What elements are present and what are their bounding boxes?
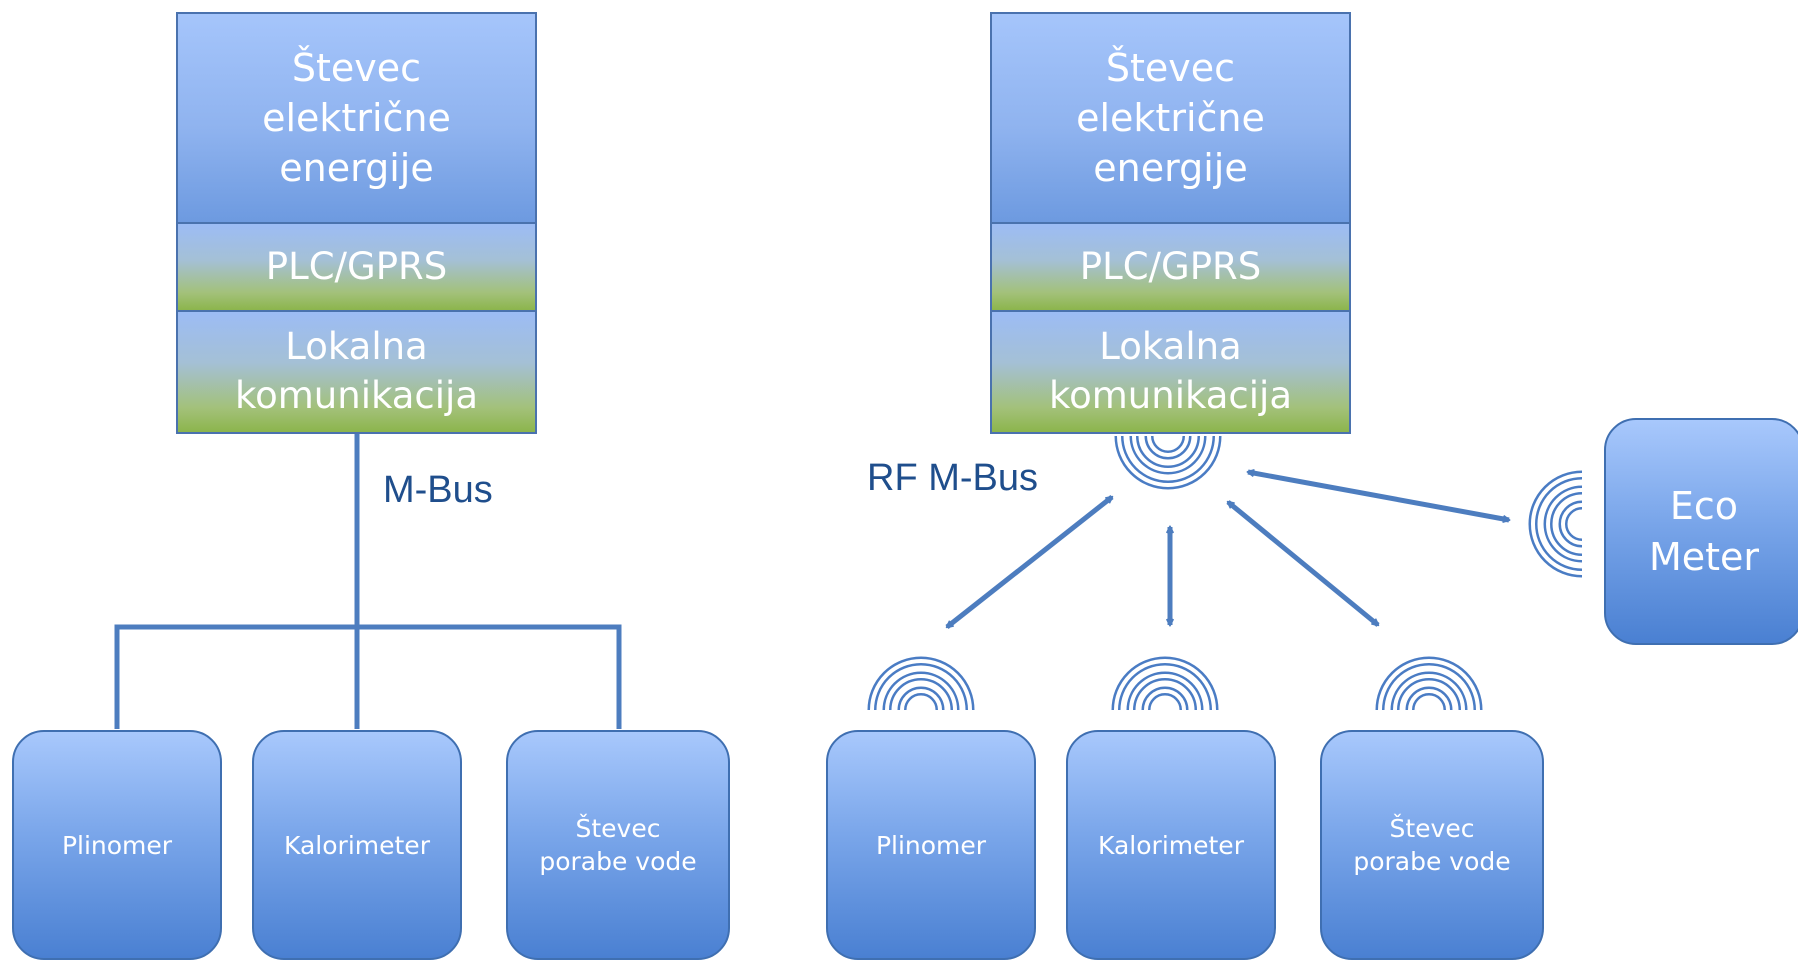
left-bus-label: M-Bus [383,469,493,511]
left-device-water-meter: Števec porabe vode [506,730,730,960]
right-meter-title-box: Števec električne energije [990,12,1351,224]
right-device-plinomer-label: Plinomer [875,830,987,860]
right-local-comm-box: Lokalna komunikacija [990,310,1351,434]
central-antenna-icon [1114,435,1222,490]
left-plc-box: PLC/GPRS [176,222,537,312]
right-local-comm-label: Lokalna komunikacija [1049,325,1292,417]
right-device-water-meter: Števec porabe vode [1320,730,1544,960]
left-device-kalorimeter-label: Kalorimeter [284,830,430,860]
left-device-kalorimeter: Kalorimeter [252,730,462,960]
right-plc-box: PLC/GPRS [990,222,1351,312]
right-device-water-meter-label: Števec porabe vode [1353,814,1511,876]
left-local-comm-label: Lokalna komunikacija [235,325,478,417]
kalorimeter-antenna-icon [1111,656,1219,711]
left-local-comm-box: Lokalna komunikacija [176,310,537,434]
eco-meter-device: Eco Meter [1604,418,1798,645]
right-plc-label: PLC/GPRS [1079,244,1262,288]
left-meter-title-box: Števec električne energije [176,12,537,224]
left-bus-branch [114,624,622,729]
left-meter-title: Števec električne energije [262,45,451,191]
left-device-water-meter-label: Števec porabe vode [539,814,697,876]
right-device-plinomer: Plinomer [826,730,1036,960]
plinomer-antenna-icon [867,656,975,711]
eco-meter-antenna-icon [1528,470,1583,578]
arrow-to-water-meter [1228,500,1378,627]
right-device-kalorimeter: Kalorimeter [1066,730,1276,960]
left-bus-lines [114,434,622,729]
left-device-plinomer: Plinomer [12,730,222,960]
left-plc-label: PLC/GPRS [265,244,448,288]
water-meter-antenna-icon [1375,656,1483,711]
right-device-kalorimeter-label: Kalorimeter [1098,830,1244,860]
right-meter-title: Števec električne energije [1076,45,1265,191]
right-bus-label: RF M-Bus [867,457,1038,499]
arrow-to-plinomer [947,495,1112,629]
arrow-to-eco-meter [1248,472,1509,520]
left-device-plinomer-label: Plinomer [61,830,173,860]
eco-meter-label: Eco Meter [1648,484,1760,579]
